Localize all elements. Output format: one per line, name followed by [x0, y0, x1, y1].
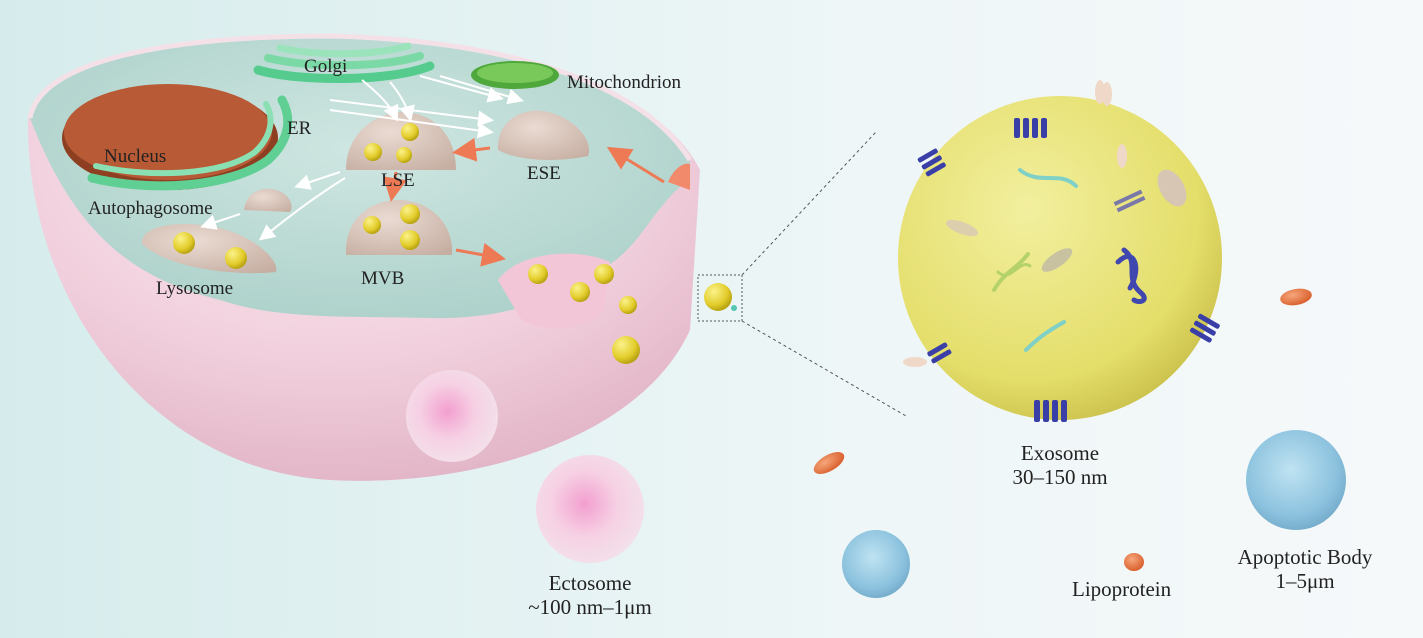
- exocytosis-pocket: [498, 253, 640, 364]
- lipoprotein-particle: [813, 452, 845, 474]
- lipoprotein-particle: [1124, 553, 1144, 571]
- exosome-large: [898, 80, 1222, 422]
- exosome-size: 30–150 nm: [1012, 465, 1108, 490]
- apoptotic-body-name: Apoptotic Body: [1237, 545, 1373, 569]
- mvb-label: MVB: [361, 268, 405, 289]
- nucleus-label: Nucleus: [104, 146, 167, 167]
- autophagosome-shape: [244, 188, 292, 212]
- autophagosome-label: Autophagosome: [88, 198, 213, 219]
- lipoprotein-particle: [1280, 288, 1312, 306]
- ectosome-label: Ectosome ~100 nm–1μm: [505, 571, 675, 619]
- ectosome-bud: [406, 370, 498, 462]
- ectosome-size: ~100 nm–1μm: [528, 595, 652, 620]
- membrane-entry: [668, 163, 690, 190]
- zoom-indicator: [697, 131, 907, 417]
- lysosome-label: Lysosome: [156, 278, 234, 299]
- golgi-shape: [253, 42, 435, 84]
- exosome-label: Exosome 30–150 nm: [1000, 441, 1120, 489]
- mitochondrion-shape: [471, 61, 559, 89]
- lse-shape: [346, 112, 456, 170]
- golgi-label: Golgi: [304, 56, 348, 77]
- mitochondrion-label: Mitochondrion: [567, 72, 681, 93]
- ese-shape: [497, 110, 590, 160]
- er-label: ER: [287, 118, 312, 139]
- ectosome-name: Ectosome: [548, 571, 632, 595]
- exosome-name: Exosome: [1020, 441, 1100, 465]
- lysosome-shape: [141, 224, 277, 274]
- apoptotic-body-size: 1–5μm: [1275, 569, 1335, 594]
- ectosome-free: [536, 455, 644, 563]
- small-apoptotic-vesicle: [842, 530, 910, 598]
- lse-label: LSE: [381, 170, 415, 191]
- ese-label: ESE: [527, 163, 561, 184]
- mvb-shape: [345, 200, 453, 255]
- er-shape: [87, 95, 293, 191]
- lipoprotein-label: Lipoprotein: [1072, 577, 1172, 601]
- apoptotic-body-label: Apoptotic Body 1–5μm: [1215, 545, 1395, 593]
- apoptotic-body-shape: [1246, 430, 1346, 530]
- trafficking-arrows: [200, 75, 665, 267]
